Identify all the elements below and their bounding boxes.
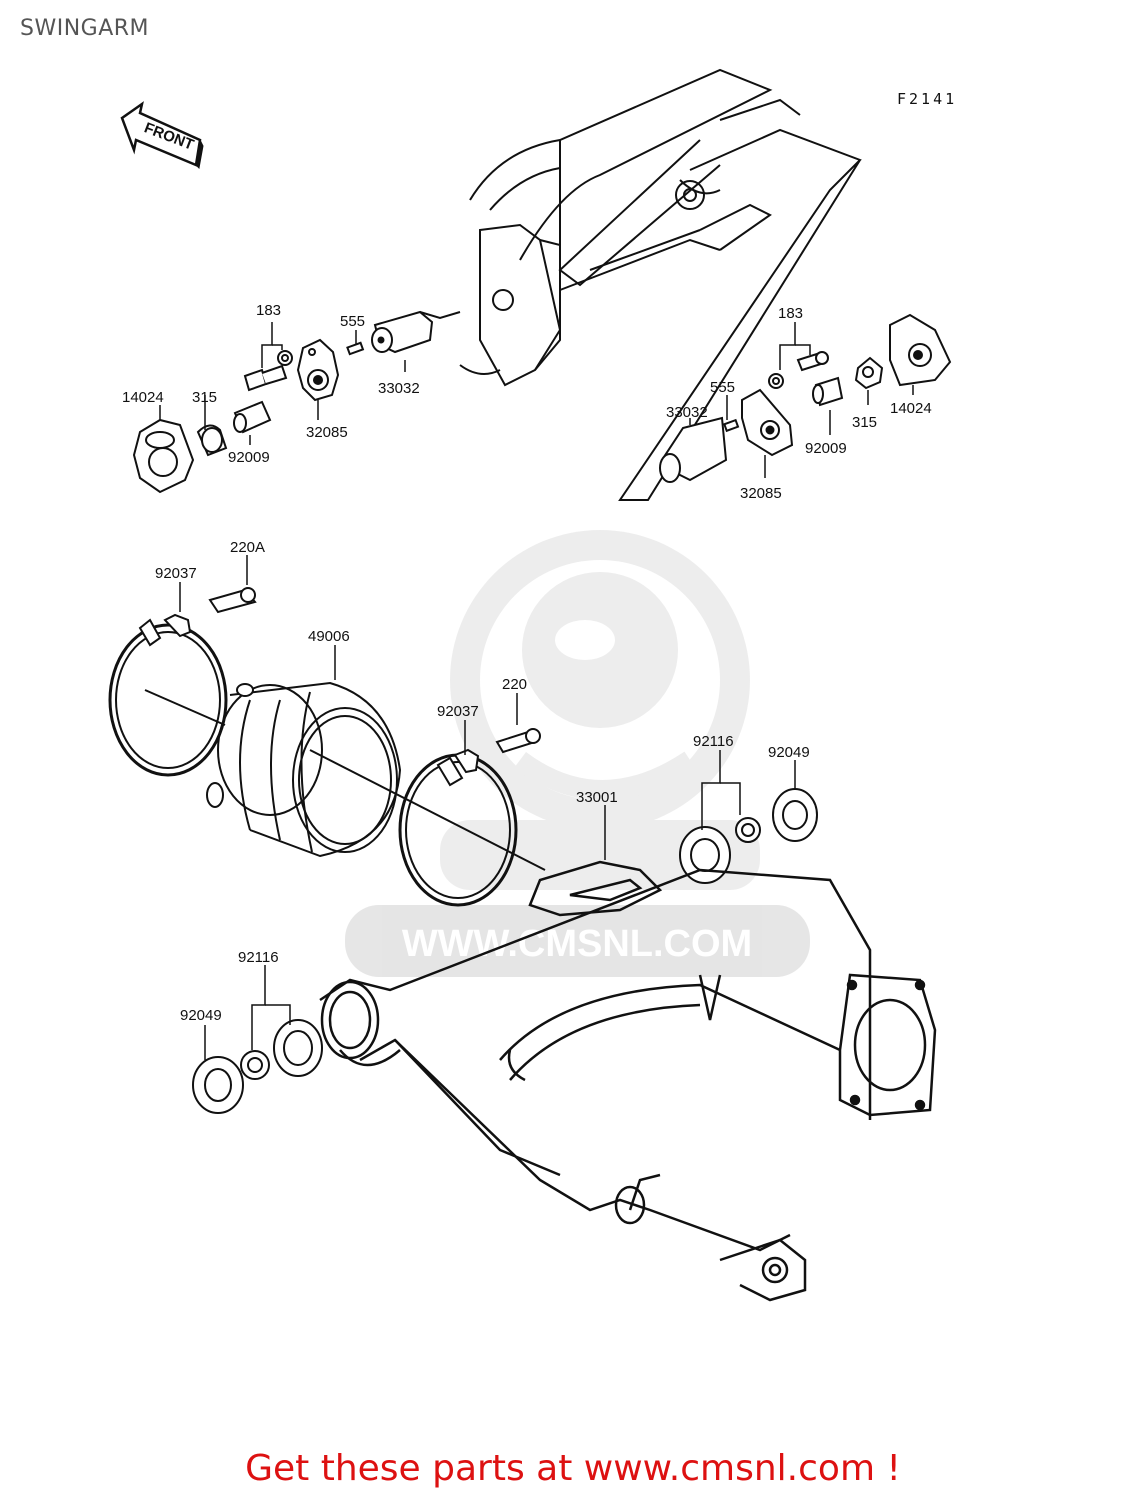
watermark-url: WWW.CMSNL.COM bbox=[402, 923, 752, 965]
label-92116-right: 92116 bbox=[693, 733, 734, 750]
buy-parts-link[interactable]: Get these parts at www.cmsnl.com ! bbox=[245, 1448, 901, 1489]
label-92037-mid: 92037 bbox=[437, 703, 479, 720]
cmsnl-watermark-logo: WWW.CMSNL.COM bbox=[345, 530, 810, 977]
swingarm-33001 bbox=[319, 860, 937, 1302]
front-direction-arrow-icon: FRONT bbox=[120, 101, 204, 170]
label-183-left: 183 bbox=[256, 302, 281, 319]
frame-section bbox=[459, 68, 862, 501]
figure-code: F2141 bbox=[897, 90, 958, 108]
label-220A: 220A bbox=[230, 539, 265, 556]
label-92049-right: 92049 bbox=[768, 744, 810, 761]
page-title: SWINGARM bbox=[20, 16, 150, 41]
left-pivot-hardware bbox=[132, 310, 461, 494]
label-220: 220 bbox=[502, 676, 527, 693]
left-bearings bbox=[192, 1019, 323, 1114]
label-92049-left: 92049 bbox=[180, 1007, 222, 1024]
label-92116-left: 92116 bbox=[238, 949, 279, 966]
label-33032-left: 33032 bbox=[378, 380, 420, 397]
label-32085-left: 32085 bbox=[306, 424, 348, 441]
label-14024-right: 14024 bbox=[890, 400, 932, 417]
right-pivot-hardware bbox=[659, 313, 952, 483]
rubber-boot-and-clamps bbox=[108, 587, 546, 907]
label-315-right: 315 bbox=[852, 414, 877, 431]
label-14024-left: 14024 bbox=[122, 389, 164, 406]
label-92037-top: 92037 bbox=[155, 565, 197, 582]
label-33001: 33001 bbox=[576, 789, 618, 806]
label-33032-right: 33032 bbox=[666, 404, 708, 421]
label-32085-right: 32085 bbox=[740, 485, 782, 502]
label-183-right: 183 bbox=[778, 305, 803, 322]
label-555-right: 555 bbox=[710, 379, 735, 396]
label-92009-right: 92009 bbox=[805, 440, 847, 457]
label-315-left: 315 bbox=[192, 389, 217, 406]
label-555-left: 555 bbox=[340, 313, 365, 330]
leader-lines bbox=[159, 322, 914, 1060]
right-bearings bbox=[679, 788, 818, 884]
label-49006: 49006 bbox=[308, 628, 350, 645]
label-92009-left: 92009 bbox=[228, 449, 270, 466]
